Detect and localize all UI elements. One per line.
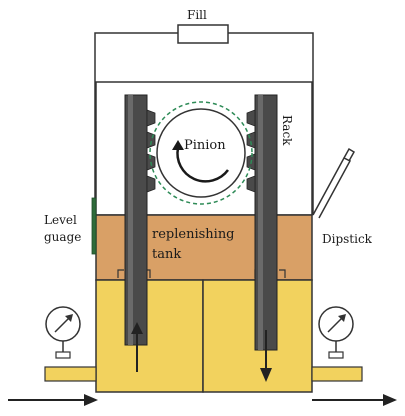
level-gauge-tube: [91, 197, 97, 255]
dipstick-label: Dipstick: [322, 232, 373, 246]
left-inlet-pipe: [44, 366, 97, 382]
pressure-gauge-icon: [318, 306, 354, 359]
up-arrow-icon: [131, 322, 143, 372]
flow-out-arrow-icon: [312, 394, 397, 406]
fill-valve: [177, 24, 229, 44]
flow-in-arrow-icon: [8, 394, 98, 406]
pressure-gauge-icon: [45, 306, 81, 359]
tank-label-line1: replenishing: [152, 227, 235, 242]
rack-label: Rack: [280, 115, 294, 146]
tank-label-line2: tank: [152, 247, 181, 262]
level-gauge-label-line1: Level: [44, 213, 77, 227]
pinion-label: Pinion: [184, 138, 226, 153]
down-arrow-icon: [260, 330, 272, 382]
right-rack: [246, 94, 278, 351]
fill-line: [94, 32, 314, 215]
dipstick-icon: [312, 147, 356, 219]
left-cylinder: [95, 279, 204, 393]
fill-label: Fill: [187, 8, 207, 22]
right-outlet-pipe: [311, 366, 363, 382]
level-gauge-label-line2: guage: [44, 230, 81, 244]
rotation-arrow-icon: [172, 140, 230, 183]
